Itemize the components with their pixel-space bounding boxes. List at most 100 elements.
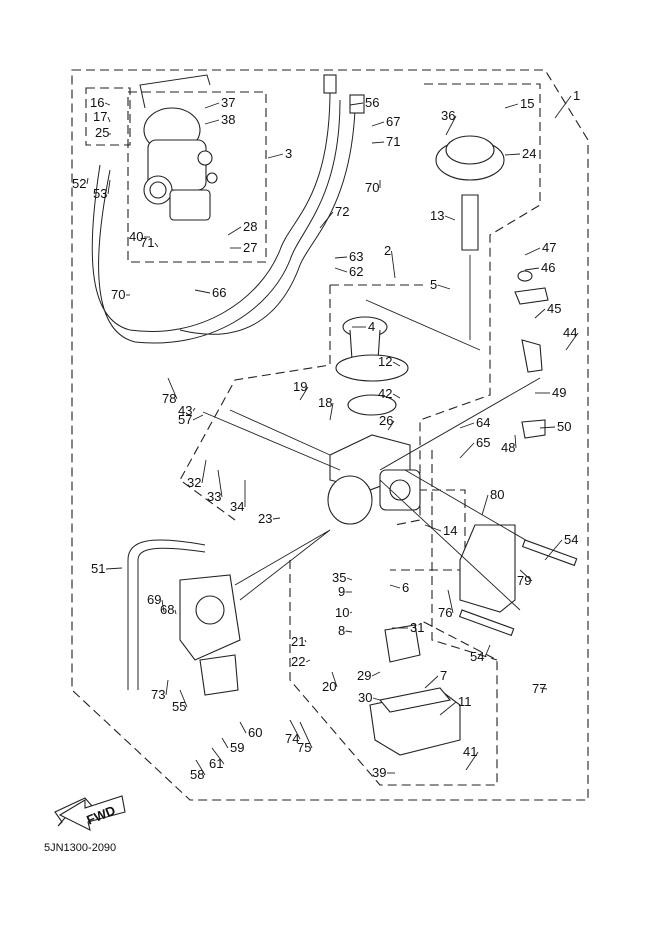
part-label-52: 52 <box>72 176 86 191</box>
part-label-21: 21 <box>291 634 305 649</box>
part-label-59-leader <box>221 737 229 749</box>
part-label-66: 66 <box>212 285 226 300</box>
part-label-52-leader <box>86 177 89 185</box>
part-label-57: 57 <box>178 412 192 427</box>
part-label-49: 49 <box>552 385 566 400</box>
part-label-13-leader <box>444 215 456 221</box>
part-label-8-leader <box>345 630 353 633</box>
part-labels: 1234567891011121314151617181920212223242… <box>72 88 580 782</box>
part-label-19: 19 <box>293 379 307 394</box>
part-label-64-leader <box>459 422 475 429</box>
part-label-58: 58 <box>190 767 204 782</box>
part-label-69-leader <box>161 599 165 613</box>
part-label-32: 32 <box>187 475 201 490</box>
part-label-61: 61 <box>209 756 223 771</box>
part-label-20: 20 <box>322 679 336 694</box>
part-label-54-leader <box>544 539 563 561</box>
part-label-17: 17 <box>93 109 107 124</box>
part-label-78: 78 <box>162 391 176 406</box>
part-label-43-leader <box>192 407 196 412</box>
part-label-62: 62 <box>349 264 363 279</box>
float-bowl-boundary <box>289 560 498 786</box>
part-label-10: 10 <box>335 605 349 620</box>
float-bowl-drawing <box>369 624 461 756</box>
part-label-6-leader <box>389 584 401 589</box>
part-label-48-leader <box>514 434 517 449</box>
part-label-75-leader <box>299 721 313 749</box>
part-label-54: 54 <box>564 532 578 547</box>
part-label-32-leader <box>201 459 207 484</box>
assembly-label-3: 3 <box>285 146 292 161</box>
part-label-73: 73 <box>151 687 165 702</box>
part-label-22-leader <box>305 659 311 663</box>
part-label-64: 64 <box>476 415 490 430</box>
part-label-33-leader <box>217 469 223 498</box>
part-label-14-leader <box>424 524 442 532</box>
part-label-62-leader <box>334 267 348 273</box>
part-label-74: 74 <box>285 731 299 746</box>
part-label-63-leader <box>334 256 348 259</box>
part-label-78-leader <box>167 377 178 400</box>
part-label-77-leader <box>539 687 548 690</box>
part-label-54: 54 <box>470 649 484 664</box>
bracket-boundary <box>431 450 498 661</box>
part-label-39: 39 <box>372 765 386 780</box>
part-label-11: 11 <box>458 694 472 709</box>
part-label-46: 46 <box>541 260 555 275</box>
part-label-67-leader <box>371 121 385 127</box>
assembly-label-1: 1 <box>573 88 580 103</box>
part-label-67: 67 <box>386 114 400 129</box>
part-label-55-leader <box>179 689 188 708</box>
part-label-63: 63 <box>349 249 363 264</box>
part-label-35: 35 <box>332 570 346 585</box>
part-label-29-leader <box>371 671 381 677</box>
piston-parts-drawing <box>335 299 481 416</box>
part-label-80-leader <box>481 494 489 516</box>
part-label-38: 38 <box>221 112 235 127</box>
throttle-bracket-drawing <box>379 469 578 637</box>
subgroup-16-25-boundary <box>85 87 131 146</box>
part-label-44: 44 <box>563 325 577 340</box>
part-label-57-leader <box>192 414 204 421</box>
part-label-58-leader <box>195 759 206 776</box>
part-label-37-leader <box>204 102 220 109</box>
part-label-8: 8 <box>338 623 345 638</box>
part-label-53: 53 <box>93 186 107 201</box>
part-label-28: 28 <box>243 219 257 234</box>
part-label-26: 26 <box>379 413 393 428</box>
part-label-16: 16 <box>90 95 104 110</box>
part-label-21-leader <box>304 639 307 643</box>
part-label-45: 45 <box>547 301 561 316</box>
part-label-19-leader <box>299 386 309 401</box>
part-label-69: 69 <box>147 592 161 607</box>
part-label-38-leader <box>204 119 220 125</box>
part-label-76: 76 <box>438 605 452 620</box>
part-label-34: 34 <box>230 499 244 514</box>
part-label-26-leader <box>387 420 395 431</box>
part-label-18-leader <box>329 402 334 421</box>
part-label-9: 9 <box>338 584 345 599</box>
part-label-12-leader <box>392 361 401 367</box>
part-label-12: 12 <box>378 354 392 369</box>
part-label-74-leader <box>289 719 301 740</box>
part-label-18: 18 <box>318 395 332 410</box>
part-label-60-leader <box>239 721 247 734</box>
part-label-23: 23 <box>258 511 272 526</box>
part-label-35-leader <box>346 577 353 581</box>
part-label-79-leader <box>519 569 533 582</box>
part-label-71: 71 <box>140 235 154 250</box>
connector-shape <box>323 74 337 94</box>
part-label-29: 29 <box>357 668 371 683</box>
part-label-71-leader <box>371 141 385 144</box>
part-label-27: 27 <box>243 240 257 255</box>
part-label-6: 6 <box>402 580 409 595</box>
part-label-22: 22 <box>291 654 305 669</box>
part-label-54-leader <box>484 644 491 658</box>
part-label-76-leader <box>447 589 454 614</box>
part-label-56-leader <box>349 102 364 106</box>
part-label-75: 75 <box>297 740 311 755</box>
part-label-47: 47 <box>542 240 556 255</box>
part-label-36-leader <box>445 115 457 136</box>
part-label-7: 7 <box>440 668 447 683</box>
